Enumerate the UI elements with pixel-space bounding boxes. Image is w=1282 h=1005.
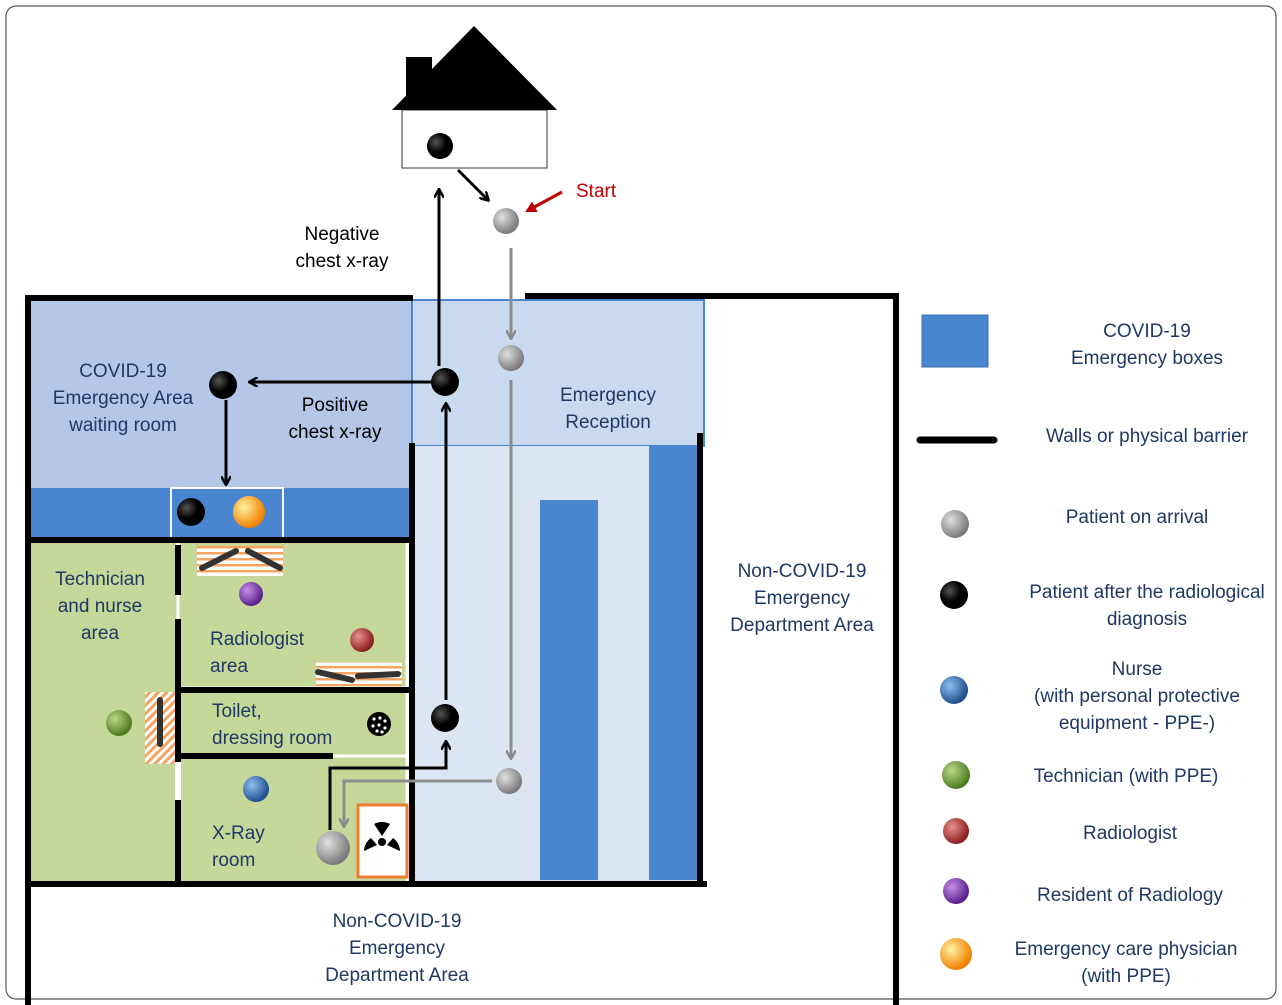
patient-arrival-reception — [498, 345, 524, 371]
patient-after-box — [177, 498, 205, 526]
legend-radiologist-text: Radiologist — [1083, 823, 1178, 844]
xray-room-label: X-Ray room — [212, 823, 265, 871]
legend-walls-text: Walls or physical barrier — [1046, 426, 1249, 447]
svg-text:Emergency: Emergency — [754, 588, 851, 609]
outer-frame — [5, 5, 1277, 1000]
legend-technician-text: Technician (with PPE) — [1034, 766, 1219, 787]
reception-label: Emergency Reception — [560, 385, 657, 433]
legend-swatch-boxes — [921, 314, 989, 368]
patient-after-corridor — [431, 704, 459, 732]
svg-text:dressing room: dressing room — [212, 728, 332, 749]
legend: COVID-19 Emergency boxes Walls or physic… — [916, 314, 1265, 987]
legend-swatch-physician — [940, 938, 972, 970]
covid-box-column-2 — [649, 446, 700, 880]
covid-box-column-1 — [540, 500, 598, 880]
patient-after-waiting — [209, 371, 237, 399]
flow-arrows — [226, 168, 563, 830]
toilet-label: Toilet, dressing room — [212, 701, 332, 749]
legend-swatch-resident — [943, 878, 969, 904]
legend-boxes-line1: COVID-19 — [1103, 321, 1191, 342]
legend-nurse-line2: (with personal protective — [1034, 686, 1240, 707]
legend-swatch-nurse — [940, 676, 968, 704]
technician-person — [106, 710, 132, 736]
patient-arrival-xray — [316, 831, 350, 865]
legend-physician-line2: (with PPE) — [1081, 966, 1171, 987]
physician-in-box — [233, 496, 265, 528]
legend-resident-text: Resident of Radiology — [1037, 885, 1223, 906]
shower-icon — [367, 712, 391, 736]
svg-text:room: room — [212, 850, 255, 871]
svg-text:and nurse: and nurse — [58, 596, 143, 617]
positive-xray-label: Positive chest x-ray — [289, 395, 382, 443]
svg-text:Emergency Area: Emergency Area — [53, 388, 194, 409]
radiologist-area-label: Radiologist area — [210, 629, 305, 677]
svg-text:Department Area: Department Area — [730, 615, 874, 636]
svg-text:area: area — [81, 623, 119, 644]
legend-physician-line1: Emergency care physician — [1015, 939, 1238, 960]
svg-text:COVID-19: COVID-19 — [79, 361, 167, 382]
negative-xray-label: Negative chest x-ray — [296, 224, 389, 272]
radiation-icon — [356, 803, 409, 879]
svg-text:chest x-ray: chest x-ray — [296, 251, 389, 272]
radiology-equipment-bottom — [315, 662, 402, 686]
radiologist-person — [350, 628, 374, 652]
legend-after-line2: diagnosis — [1107, 609, 1187, 630]
house-icon — [392, 26, 557, 169]
legend-swatch-arrival — [941, 510, 969, 538]
radiology-equipment-top — [197, 546, 283, 576]
svg-text:Emergency: Emergency — [349, 938, 446, 959]
svg-text:Non-COVID-19: Non-COVID-19 — [333, 911, 462, 932]
legend-nurse-line1: Nurse — [1112, 659, 1163, 680]
legend-after-line1: Patient after the radiological — [1029, 582, 1265, 603]
svg-text:Negative: Negative — [305, 224, 380, 245]
legend-nurse-line3: equipment - PPE-) — [1059, 713, 1215, 734]
svg-text:Radiologist: Radiologist — [210, 629, 305, 650]
noncovid-bottom-label: Non-COVID-19 Emergency Department Area — [325, 911, 469, 986]
patient-arrival-start — [493, 208, 519, 234]
svg-text:Positive: Positive — [302, 395, 369, 416]
legend-swatch-radiologist — [943, 818, 969, 844]
svg-text:Emergency: Emergency — [560, 385, 657, 406]
technician-area-label: Technician and nurse area — [55, 569, 145, 644]
nurse-person — [243, 776, 269, 802]
svg-text:X-Ray: X-Ray — [212, 823, 265, 844]
patient-after-reception — [431, 368, 459, 396]
technician-equipment — [145, 692, 175, 764]
svg-text:chest x-ray: chest x-ray — [289, 422, 382, 443]
legend-arrival-text: Patient on arrival — [1066, 507, 1209, 528]
legend-boxes-line2: Emergency boxes — [1071, 348, 1223, 369]
resident-radiology — [239, 582, 263, 606]
legend-swatch-after — [940, 581, 968, 609]
start-label: Start — [576, 181, 617, 202]
svg-text:Department Area: Department Area — [325, 965, 469, 986]
legend-swatch-technician — [942, 761, 970, 789]
svg-text:Non-COVID-19: Non-COVID-19 — [738, 561, 867, 582]
reception-area — [411, 299, 705, 447]
svg-text:Technician: Technician — [55, 569, 145, 590]
noncovid-right-label: Non-COVID-19 Emergency Department Area — [730, 561, 874, 636]
patient-after-home — [427, 133, 453, 159]
patient-arrival-corridor — [496, 768, 522, 794]
svg-text:Reception: Reception — [565, 412, 651, 433]
walls — [25, 293, 899, 1005]
svg-text:area: area — [210, 656, 248, 677]
svg-text:waiting room: waiting room — [68, 415, 177, 436]
waiting-room-label: COVID-19 Emergency Area waiting room — [53, 361, 194, 436]
svg-text:Toilet,: Toilet, — [212, 701, 262, 722]
